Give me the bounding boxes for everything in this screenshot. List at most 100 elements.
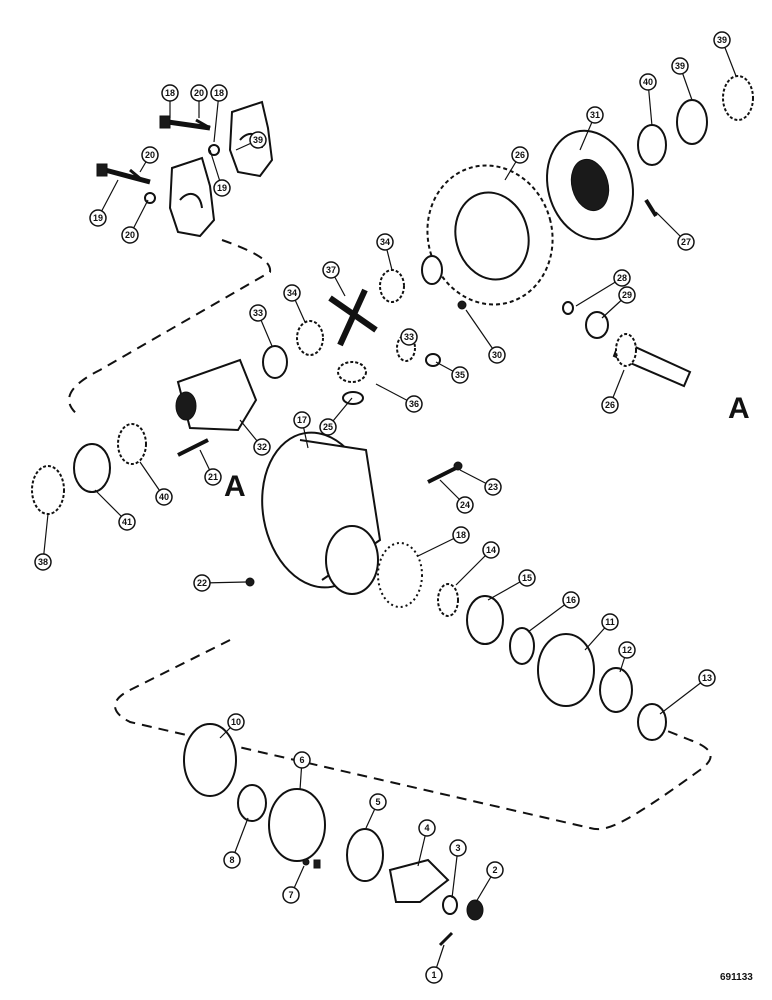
- side-gear-lower: [337, 361, 367, 383]
- pinion-gear-small: [437, 583, 459, 617]
- callout-circle-34: [376, 233, 394, 251]
- pinion-washer: [425, 353, 441, 367]
- callout-number-14: 14: [486, 545, 496, 555]
- callout-leader-13: [659, 677, 708, 715]
- callout-number-13: 13: [702, 673, 712, 683]
- callout-leader-30: [465, 309, 498, 356]
- diff-case-flange: [546, 129, 634, 241]
- callout-number-12: 12: [622, 645, 632, 655]
- bearing-cone-left: [117, 423, 147, 465]
- callout-number-34: 34: [380, 237, 390, 247]
- stud-nut: [453, 461, 463, 471]
- adjusting-nut-right: [722, 75, 754, 121]
- callout-number-22: 22: [197, 578, 207, 588]
- cap-bolt-lower: [96, 163, 151, 185]
- callout-number-33-2: 33: [404, 332, 414, 342]
- case-bolt: [644, 198, 658, 218]
- callout-circle-7: [282, 886, 300, 904]
- side-washer: [342, 391, 364, 405]
- callout-circle-33: [249, 304, 267, 322]
- callout-number-36: 36: [409, 399, 419, 409]
- callout-circle-29: [618, 286, 636, 304]
- callout-leader-16: [527, 599, 572, 633]
- callout-number-19-2: 19: [217, 183, 227, 193]
- washer-upper: [208, 144, 220, 156]
- callout-circle-34-2: [283, 284, 301, 302]
- callout-number-39-2: 39: [675, 61, 685, 71]
- pinion-cage: [537, 633, 595, 707]
- callout-number-23: 23: [488, 482, 498, 492]
- callout-number-26-2: 26: [515, 150, 525, 160]
- callout-circle-38: [34, 553, 52, 571]
- callout-circle-1: [425, 966, 443, 984]
- callout-circle-28: [613, 269, 631, 287]
- callout-circle-6: [293, 751, 311, 769]
- callout-number-18: 18: [456, 530, 466, 540]
- callout-number-10: 10: [231, 717, 241, 727]
- callout-circle-2: [486, 861, 504, 879]
- callout-circle-26: [601, 396, 619, 414]
- stud: [427, 466, 457, 484]
- callout-circle-19-2: [213, 179, 231, 197]
- callout-circle-35: [451, 366, 469, 384]
- callout-number-30: 30: [492, 350, 502, 360]
- thrust-washer-side: [421, 255, 443, 285]
- section-letter-right: A: [728, 392, 750, 425]
- seal-cup: [237, 784, 267, 822]
- lock-washer: [302, 858, 310, 866]
- drive-pinion: [612, 333, 692, 388]
- shim-ring: [466, 595, 504, 645]
- carrier-housing: [261, 431, 382, 595]
- bearing-cup-right: [676, 99, 708, 145]
- callout-circle-18: [452, 526, 470, 544]
- washer-lower: [144, 192, 156, 204]
- callout-circle-39: [249, 131, 267, 149]
- callout-circle-11: [601, 613, 619, 631]
- callout-number-20-2: 20: [194, 88, 204, 98]
- callout-circle-19: [89, 209, 107, 227]
- callout-circle-39-3: [713, 31, 731, 49]
- callout-circle-31: [586, 106, 604, 124]
- long-bolt: [177, 438, 209, 457]
- callout-number-29: 29: [622, 290, 632, 300]
- callout-number-41: 41: [122, 517, 132, 527]
- callout-number-26: 26: [605, 400, 615, 410]
- callout-leader-28: [575, 277, 623, 307]
- callout-circle-13: [698, 669, 716, 687]
- callout-circle-5: [369, 793, 387, 811]
- callout-circle-41: [118, 513, 136, 531]
- callout-circle-39-2: [671, 57, 689, 75]
- plug: [245, 577, 255, 587]
- callout-circle-22: [193, 574, 211, 592]
- callout-number-32: 32: [257, 442, 267, 452]
- callout-circle-17: [293, 411, 311, 429]
- diff-case-half: [175, 358, 258, 432]
- callout-number-20-3: 20: [145, 150, 155, 160]
- callout-circle-3: [449, 839, 467, 857]
- spider-cross: [328, 288, 378, 347]
- pin-upper: [195, 118, 211, 130]
- adjusting-nut-left: [31, 465, 65, 515]
- callout-circle-20-3: [141, 146, 159, 164]
- callout-number-16: 16: [566, 595, 576, 605]
- callout-circle-4: [418, 819, 436, 837]
- cotter-pin: [438, 931, 454, 947]
- callout-circle-32: [253, 438, 271, 456]
- pin-lower: [129, 168, 143, 182]
- callout-number-39-3: 39: [717, 35, 727, 45]
- callout-number-40-2: 40: [159, 492, 169, 502]
- callout-circle-40-2: [155, 488, 173, 506]
- section-letter-left: A: [224, 470, 246, 503]
- callout-circle-24: [456, 496, 474, 514]
- callout-number-33: 33: [253, 308, 263, 318]
- callout-number-17: 17: [297, 415, 307, 425]
- cage-gasket: [377, 542, 423, 608]
- callout-circle-36: [405, 395, 423, 413]
- callout-number-8: 8: [229, 855, 234, 865]
- callout-circle-18-3: [210, 84, 228, 102]
- callout-number-28: 28: [617, 273, 627, 283]
- pinion-gear-left: [296, 320, 324, 356]
